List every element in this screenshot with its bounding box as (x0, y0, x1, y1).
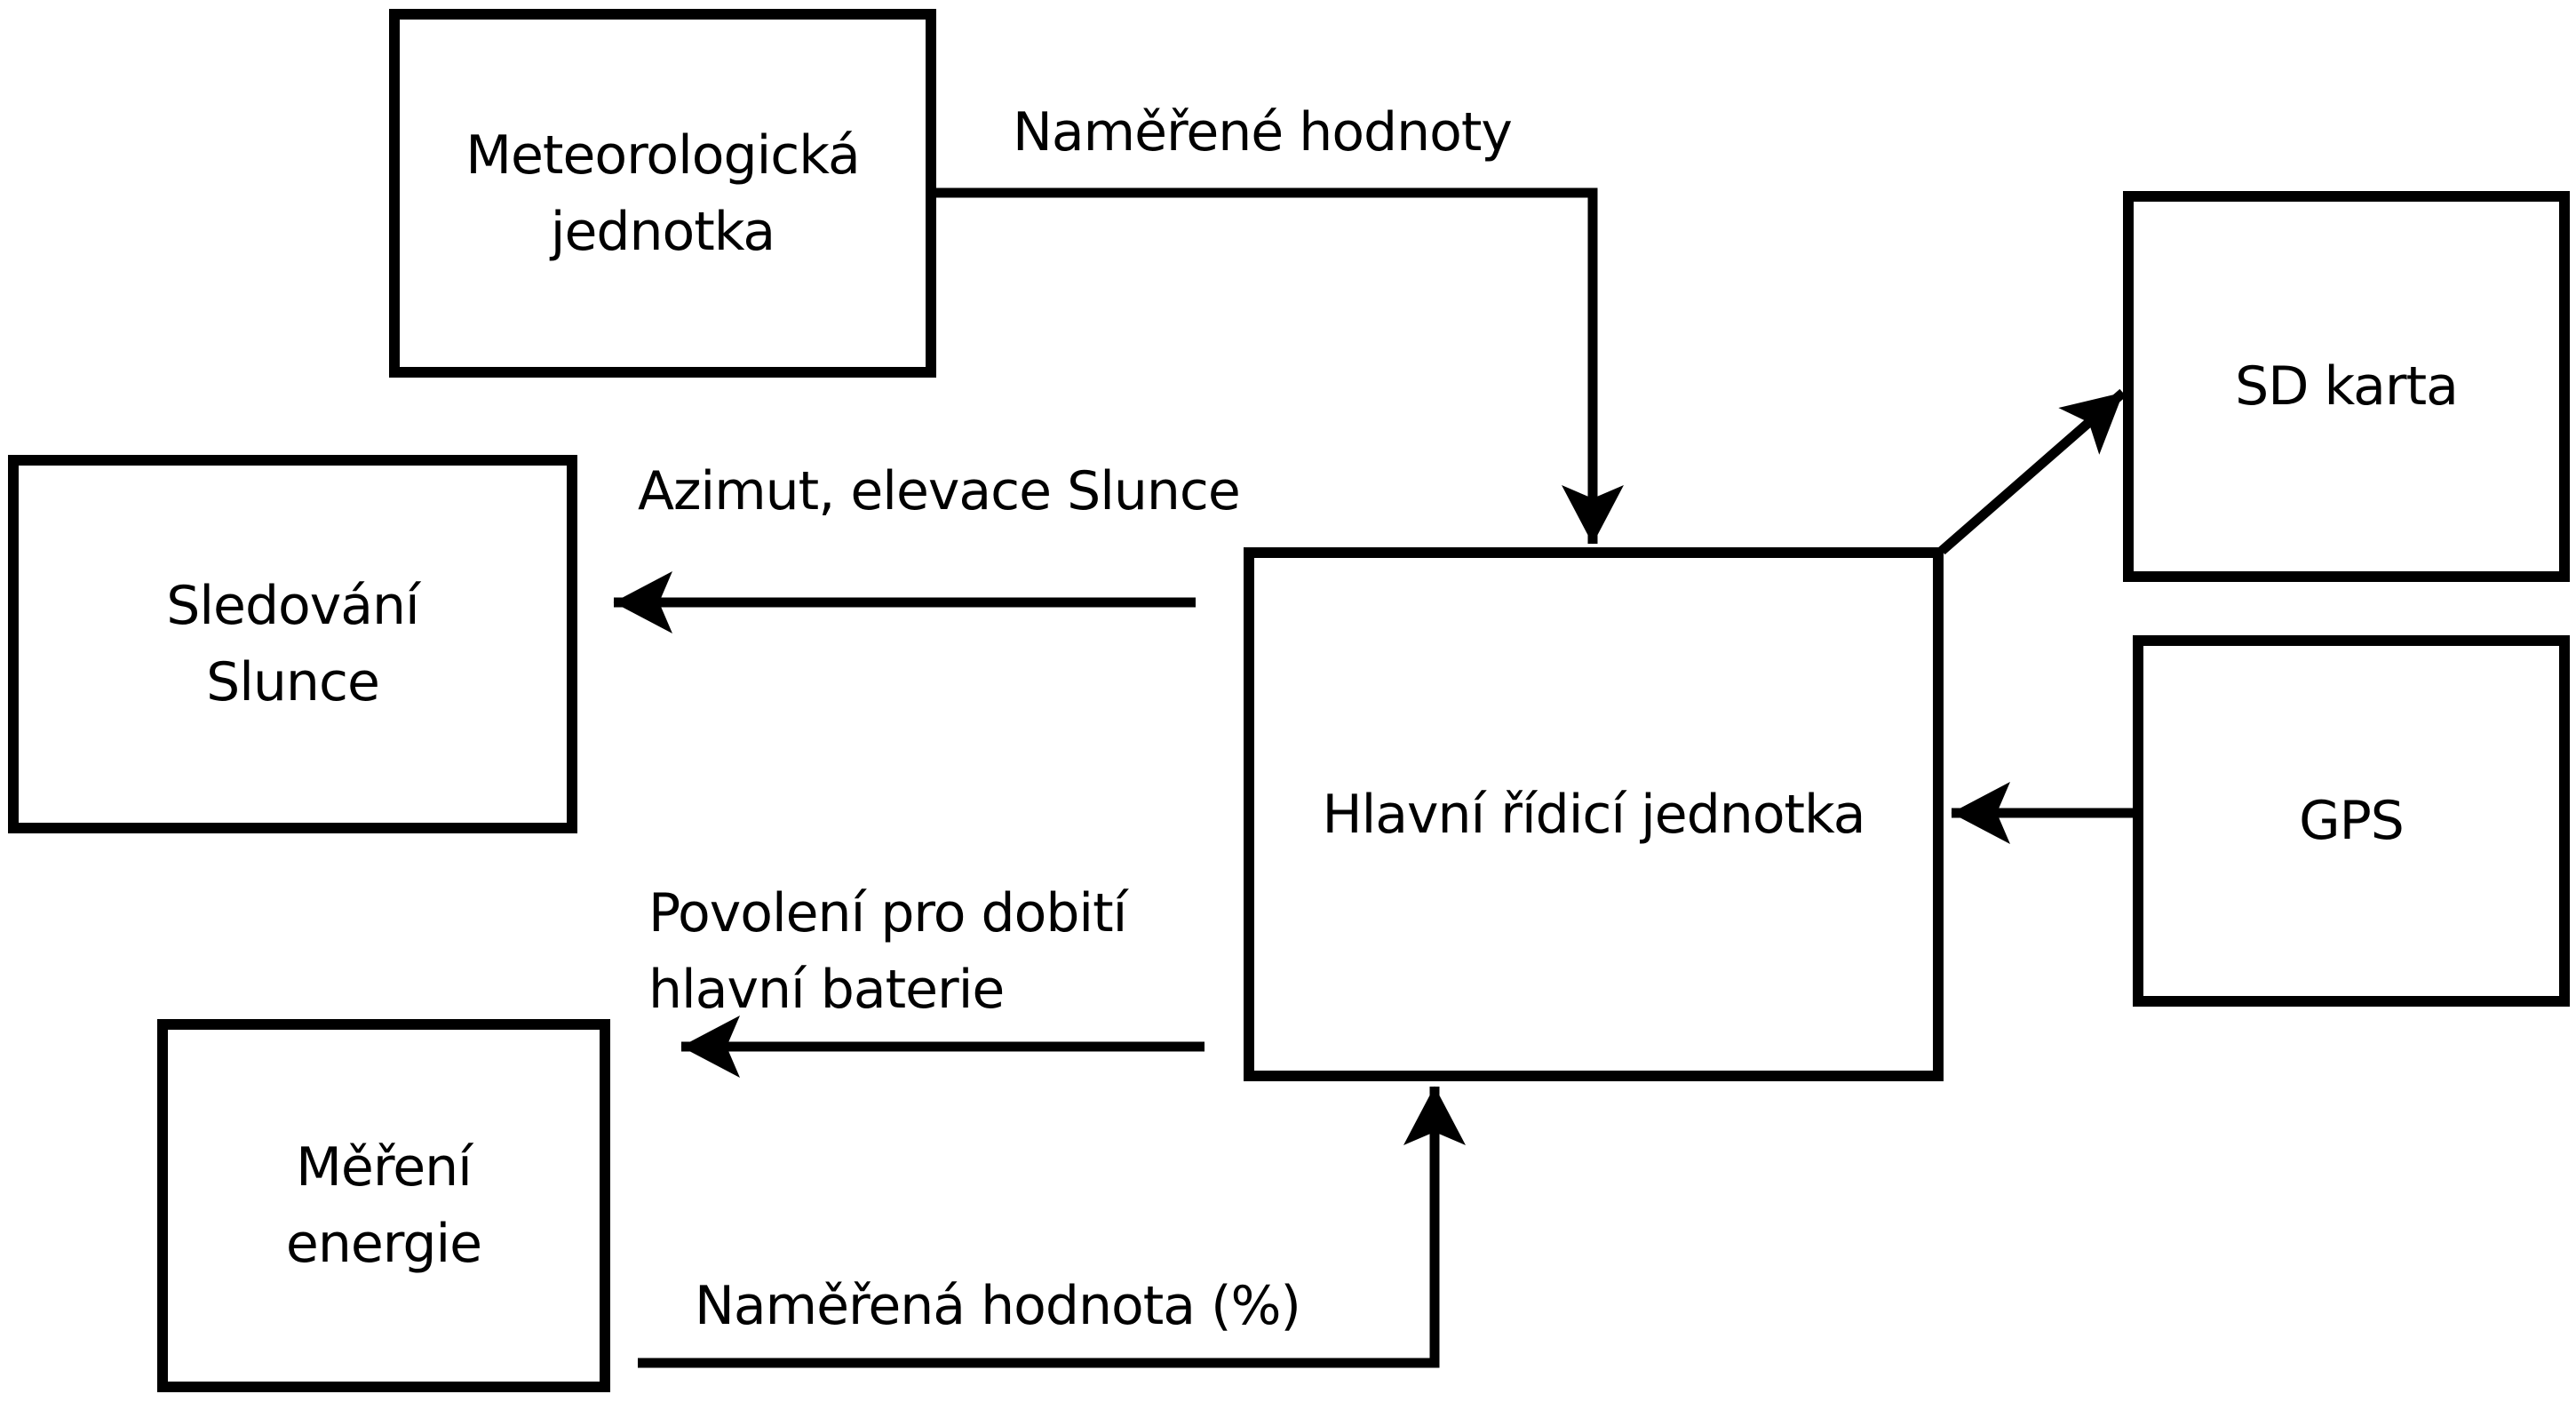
arrow-main-to-sd (1938, 388, 2127, 555)
node-energy-measurement-label: Měření energie (285, 1136, 482, 1275)
edge-label-measured-value-percent: Naměřená hodnota (%) (695, 1275, 1301, 1337)
edge-label-measured-values: Naměřené hodnoty (1013, 101, 1513, 163)
node-sun-tracking-label: Sledování Slunce (166, 575, 419, 713)
node-energy-measurement: Měření energie (157, 1019, 610, 1392)
node-gps: GPS (2133, 635, 2570, 1007)
node-sd-card: SD karta (2123, 191, 2570, 582)
edge-label-sun-position: Azimut, elevace Slunce (638, 460, 1241, 522)
node-meteo-unit-label: Meteorologická jednotka (465, 123, 860, 263)
node-main-control-unit-label: Hlavní řídicí jednotka (1322, 783, 1865, 846)
edge-label-charge-permission: Povolení pro dobití hlavní baterie (648, 882, 1127, 1021)
node-sd-card-label: SD karta (2235, 355, 2459, 418)
node-meteo-unit: Meteorologická jednotka (389, 9, 936, 378)
arrow-energy-measurement-to-main (638, 1086, 1466, 1368)
arrow-meteo-to-main (936, 187, 1624, 545)
node-main-control-unit: Hlavní řídicí jednotka (1244, 547, 1944, 1081)
node-gps-label: GPS (2299, 790, 2405, 852)
node-sun-tracking: Sledování Slunce (8, 455, 577, 833)
